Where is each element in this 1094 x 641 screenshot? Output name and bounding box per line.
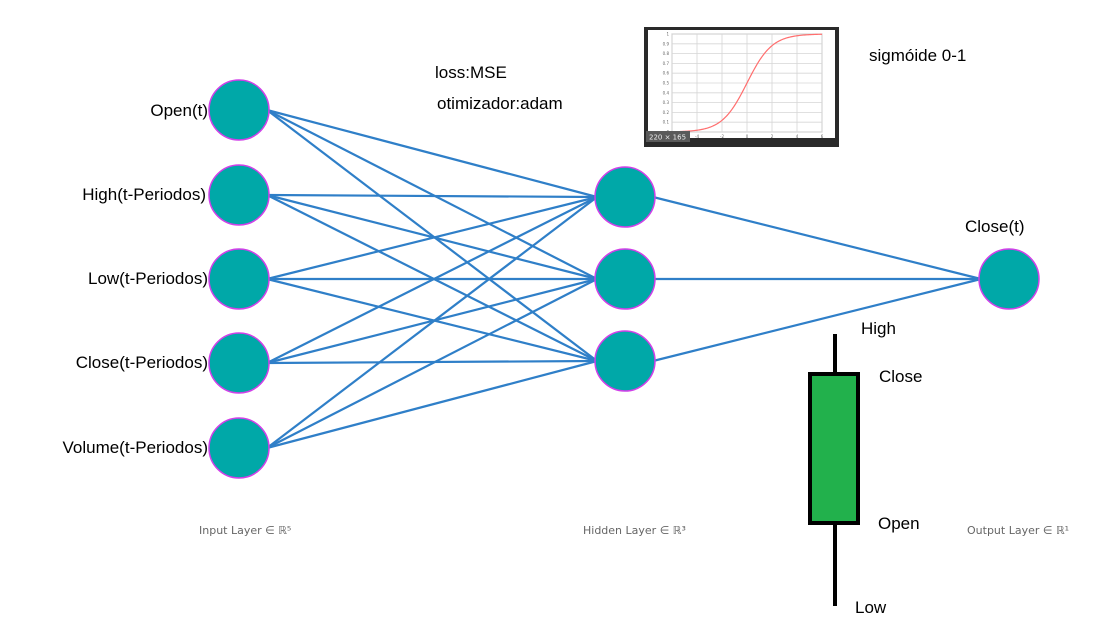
candle-label-open: Open [878,514,920,533]
candle-label-low: Low [855,598,887,617]
sigmoid-y-tick: 0.2 [663,110,670,115]
edge-input2-hidden1 [266,193,598,199]
sigmoid-curve [671,33,823,133]
edge-input4-hidden1 [266,196,598,364]
sigmoid-plot-area [648,30,835,138]
output-layer-caption: Output Layer ∈ ℝ¹ [967,524,1069,537]
optimizer-label: otimizador:adam [437,94,563,113]
hidden-node-3 [594,330,656,392]
output-node-close [978,248,1040,310]
sigmoid-x-tick: -4 [695,134,699,139]
edge-hidden1-output1 [652,195,982,281]
edge-input5-hidden3 [266,359,598,450]
input-node-high [208,164,270,226]
candlestick-illustration [808,334,860,606]
candle-label-close: Close [879,367,922,386]
sigmoid-y-tick: 0.1 [663,120,670,125]
input-label-open: Open(t) [150,101,208,120]
edge-input1-hidden3 [266,109,598,362]
sigmoid-y-tick: 0.8 [663,51,670,56]
candle-label-high: High [861,319,896,338]
edge-input4-hidden2 [266,277,598,365]
input-node-close [208,332,270,394]
activation-label: sigmóide 0-1 [869,46,966,65]
thumbnail-size-text: 220 × 165 [649,134,686,142]
sigmoid-y-tick: 0.5 [663,81,670,86]
edge-input1-hidden1 [266,108,598,199]
candle-body [808,372,860,525]
sigmoid-y-tick: 0.9 [663,41,670,46]
sigmoid-x-tick: 2 [771,134,774,139]
input-node-open [208,79,270,141]
input-label-low: Low(t-Periodos) [88,269,208,288]
edge-hidden3-output1 [652,277,982,363]
output-layer [978,248,1040,310]
edge-input3-hidden1 [266,195,598,281]
input-layer-caption: Input Layer ∈ ℝ⁵ [199,524,291,537]
input-layer [208,79,270,479]
input-node-volume [208,417,270,479]
sigmoid-x-tick: 4 [796,134,799,139]
edge-input5-hidden2 [266,278,598,449]
edge-input5-hidden1 [266,196,598,449]
sigmoid-y-tick: 0.6 [663,71,670,76]
sigmoid-x-tick: 6 [821,134,824,139]
sigmoid-grid [671,33,823,133]
edge-input1-hidden2 [266,109,598,280]
hidden-node-2 [594,248,656,310]
hidden-layer-caption: Hidden Layer ∈ ℝ³ [583,524,686,537]
input-node-low [208,248,270,310]
output-label-close: Close(t) [965,217,1025,236]
loss-label: loss:MSE [435,63,507,82]
sigmoid-x-tick: 0 [746,134,749,139]
hidden-node-1 [594,166,656,228]
sigmoid-y-tick: 0.3 [663,100,670,105]
input-label-volume: Volume(t-Periodos) [62,438,208,457]
sigmoid-x-tick: -2 [720,134,724,139]
connection-edges [266,108,982,450]
thumbnail-size-badge [646,131,690,142]
hidden-layer [594,166,656,392]
input-label-high: High(t-Periodos) [82,185,206,204]
input-label-close: Close(t-Periodos) [76,353,208,372]
sigmoid-plot-thumbnail: 10.90.80.70.60.50.40.30.20.10 -6-4-20246… [644,27,839,147]
edge-input4-hidden3 [266,359,598,365]
sigmoid-y-tick: 0.7 [663,61,670,66]
sigmoid-y-tick: 1 [666,32,669,37]
sigmoid-y-tick: 0.4 [663,90,670,95]
